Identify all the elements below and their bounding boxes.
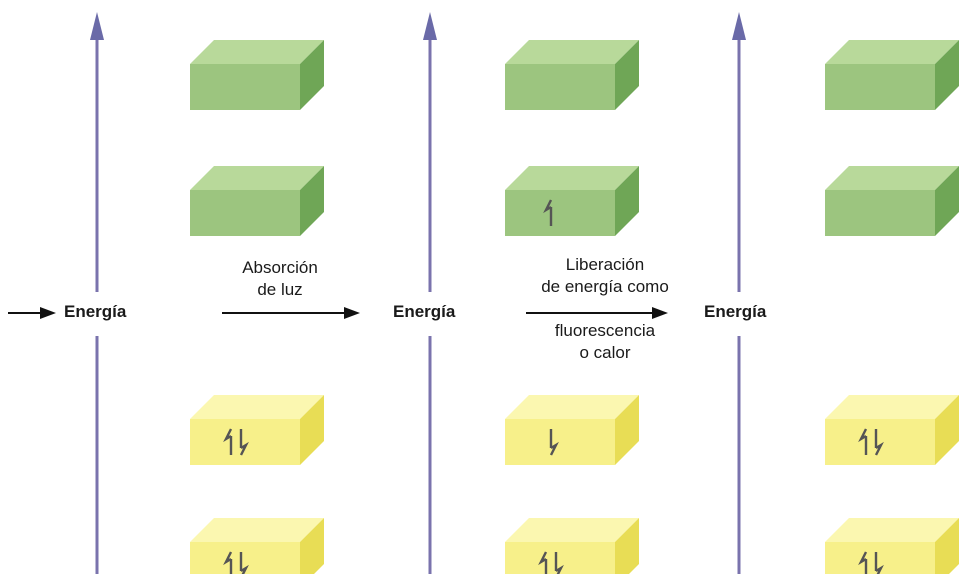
energy-axis-1	[90, 12, 104, 574]
orbital-box	[825, 166, 959, 236]
spin-down-arrow	[239, 429, 249, 456]
energy-label-3: Energía	[704, 302, 767, 321]
box-side-face	[300, 40, 324, 110]
spin-down-arrow	[874, 429, 884, 456]
box-top-face	[505, 395, 639, 419]
energy-axis-2	[423, 12, 437, 574]
orbital-box	[825, 518, 959, 574]
box-side-face	[615, 40, 639, 110]
arrow-head	[40, 307, 56, 319]
box-front-face	[825, 64, 935, 110]
box-side-face	[615, 395, 639, 465]
emission-arrow	[526, 307, 668, 319]
spin-up-arrow	[223, 551, 233, 574]
orbital-box	[825, 395, 959, 465]
box-top-face	[190, 395, 324, 419]
spin-down-arrow	[239, 552, 249, 574]
spin-down-arrow	[554, 552, 564, 574]
box-top-face	[825, 166, 959, 190]
spin-down-arrow	[549, 429, 559, 456]
arrow-head	[344, 307, 360, 319]
box-top-face	[190, 518, 324, 542]
box-top-face	[505, 166, 639, 190]
spin-up-arrow	[543, 199, 553, 226]
orbital-box	[190, 40, 324, 110]
axis-arrowhead	[90, 12, 104, 40]
energy-axis-3	[732, 12, 746, 574]
box-top-face	[825, 40, 959, 64]
spin-up-arrow	[223, 428, 233, 455]
release-label-line3: fluorescencia	[554, 321, 656, 340]
box-side-face	[935, 166, 959, 236]
orbital-box	[190, 166, 324, 236]
spin-up-arrow	[858, 551, 868, 574]
spin-up-arrow	[858, 428, 868, 455]
orbital-box	[190, 395, 324, 465]
box-front-face	[825, 190, 935, 236]
orbital-box	[825, 40, 959, 110]
box-front-face	[190, 419, 300, 465]
box-top-face	[505, 40, 639, 64]
axis-arrowhead	[423, 12, 437, 40]
release-label-line2: de energía como	[541, 277, 669, 296]
orbital-box	[190, 518, 324, 574]
orbital-box	[505, 40, 639, 110]
box-top-face	[190, 166, 324, 190]
box-front-face	[505, 190, 615, 236]
orbital-box	[505, 166, 639, 236]
box-front-face	[190, 190, 300, 236]
release-label-line4: o calor	[579, 343, 631, 362]
spin-up-arrow	[538, 551, 548, 574]
box-side-face	[615, 518, 639, 574]
box-side-face	[300, 518, 324, 574]
energy-label-2: Energía	[393, 302, 456, 321]
box-side-face	[300, 166, 324, 236]
box-front-face	[505, 419, 615, 465]
box-front-face	[825, 419, 935, 465]
box-front-face	[505, 64, 615, 110]
box-side-face	[935, 40, 959, 110]
box-top-face	[825, 518, 959, 542]
box-top-face	[505, 518, 639, 542]
spin-down-arrow	[874, 552, 884, 574]
release-label-line1: Liberación	[565, 255, 645, 274]
box-side-face	[935, 518, 959, 574]
absorption-label-line2: de luz	[257, 280, 303, 299]
incoming-arrow	[8, 307, 56, 319]
absorption-arrow	[222, 307, 360, 319]
axis-arrowhead	[732, 12, 746, 40]
box-front-face	[190, 64, 300, 110]
orbital-box	[505, 395, 639, 465]
absorption-label-line1: Absorción	[242, 258, 318, 277]
box-top-face	[825, 395, 959, 419]
box-side-face	[300, 395, 324, 465]
energy-label-1: Energía	[64, 302, 127, 321]
box-top-face	[190, 40, 324, 64]
box-side-face	[935, 395, 959, 465]
box-side-face	[615, 166, 639, 236]
orbital-box	[505, 518, 639, 574]
arrow-head	[652, 307, 668, 319]
